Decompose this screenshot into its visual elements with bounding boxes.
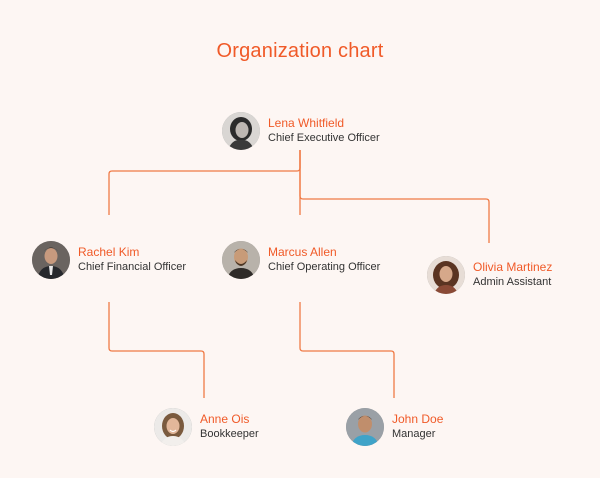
- avatar-man-beard-icon: [222, 241, 260, 279]
- node-role: Bookkeeper: [200, 428, 259, 440]
- node-name: Olivia Martinez: [473, 260, 553, 274]
- node-role: Chief Financial Officer: [78, 261, 187, 273]
- org-node-lena[interactable]: Lena Whitfield Chief Executive Officer: [222, 112, 380, 150]
- chart-title: Organization chart: [216, 40, 384, 62]
- node-name: Anne Ois: [200, 412, 250, 426]
- node-role: Chief Operating Officer: [268, 261, 381, 273]
- org-node-olivia[interactable]: Olivia Martinez Admin Assistant: [427, 256, 552, 294]
- org-node-rachel[interactable]: Rachel Kim Chief Financial Officer: [32, 241, 186, 279]
- connector-marcus-john: [299, 302, 395, 398]
- node-name: Lena Whitfield: [268, 116, 345, 130]
- node-role: Admin Assistant: [473, 276, 552, 288]
- node-role: Manager: [392, 428, 436, 440]
- avatar-woman-curly-icon: [427, 256, 465, 294]
- avatar-man-suit-icon: [32, 241, 70, 279]
- org-node-marcus[interactable]: Marcus Allen Chief Operating Officer: [222, 241, 380, 279]
- node-role: Chief Executive Officer: [268, 132, 380, 144]
- avatar-man-blue-icon: [346, 408, 384, 446]
- org-node-anne[interactable]: Anne Ois Bookkeeper: [154, 408, 259, 446]
- node-name: John Doe: [392, 412, 444, 426]
- connector-lena-rachel: [108, 150, 301, 215]
- node-name: Rachel Kim: [78, 245, 140, 259]
- avatar-woman-smiling-icon: [154, 408, 192, 446]
- avatar-woman-portrait-icon: [222, 112, 260, 150]
- org-node-john[interactable]: John Doe Manager: [346, 408, 443, 446]
- connector-rachel-anne: [108, 302, 205, 398]
- node-name: Marcus Allen: [268, 245, 337, 259]
- connector-lena-olivia: [299, 150, 490, 243]
